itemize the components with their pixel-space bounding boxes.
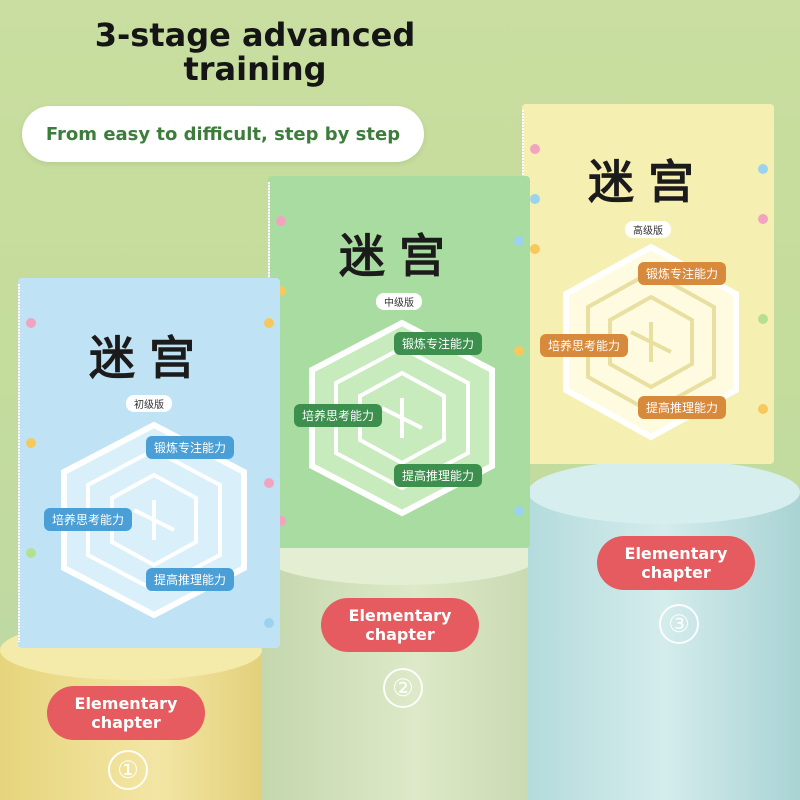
chapter-label-2: Elementary chapter — [321, 598, 479, 652]
chapter-number-2: ② — [383, 668, 423, 708]
subhead-pill: From easy to difficult, step by step — [22, 106, 424, 162]
tag-reasoning: 提高推理能力 — [394, 464, 483, 487]
book-level-badge: 中级版 — [376, 293, 422, 310]
tag-thinking: 培养思考能力 — [44, 508, 133, 531]
tag-focus: 锻炼专注能力 — [638, 262, 727, 285]
chapter-label-3: Elementary chapter — [597, 536, 755, 590]
headline: 3-stage advanced training — [94, 16, 416, 88]
tag-reasoning: 提高推理能力 — [146, 568, 235, 591]
book-intermediate: 迷宫 中级版 锻炼专注能力 培养思考能力 提高推理能力 — [268, 176, 530, 548]
book-level-badge: 高级版 — [625, 221, 671, 238]
chapter-number-3: ③ — [659, 604, 699, 644]
subhead-text: From easy to difficult, step by step — [45, 123, 401, 145]
podium-3 — [528, 460, 800, 800]
maze-illustration — [61, 421, 247, 619]
book-advanced: 迷宫 高级版 锻炼专注能力 培养思考能力 提高推理能力 — [522, 104, 774, 464]
maze-illustration — [563, 243, 739, 441]
tag-focus: 锻炼专注能力 — [146, 436, 235, 459]
book-beginner: 迷宫 初级版 锻炼专注能力 培养思考能力 提高推理能力 — [18, 278, 280, 648]
chapter-label-1: Elementary chapter — [47, 686, 205, 740]
tag-focus: 锻炼专注能力 — [394, 332, 483, 355]
podium-2 — [262, 525, 540, 800]
book-title: 迷宫 — [588, 155, 708, 209]
book-level-badge: 初级版 — [126, 395, 172, 412]
book-title: 迷宫 — [339, 229, 459, 283]
book-title: 迷宫 — [89, 331, 209, 385]
tag-reasoning: 提高推理能力 — [638, 396, 727, 419]
tag-thinking: 培养思考能力 — [294, 404, 383, 427]
chapter-number-1: ① — [108, 750, 148, 790]
tag-thinking: 培养思考能力 — [540, 334, 629, 357]
